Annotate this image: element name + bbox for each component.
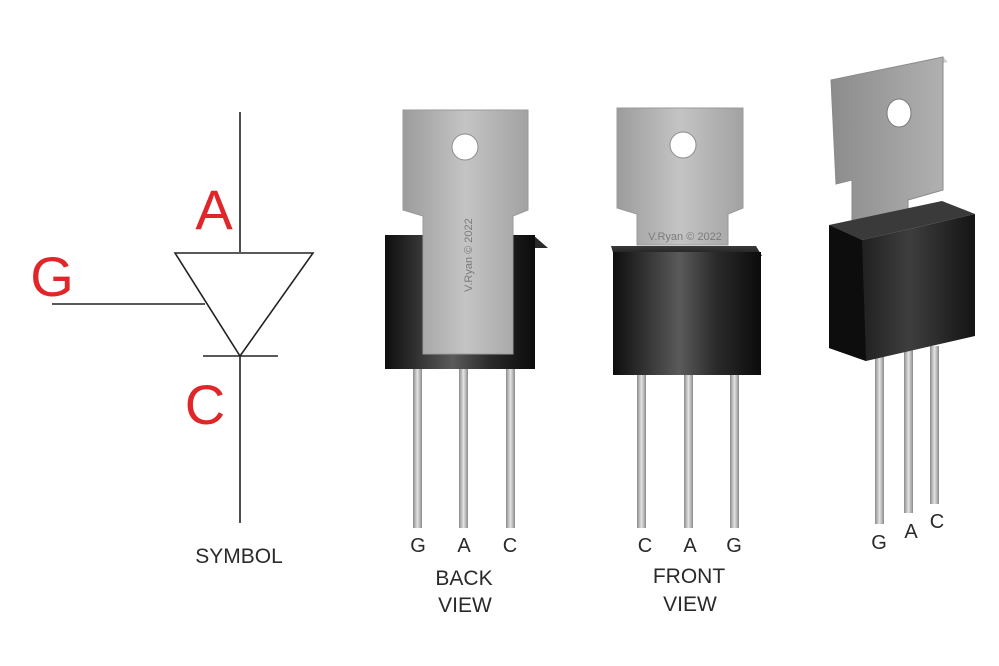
front-caption-2: VIEW — [663, 593, 717, 616]
package-body-side — [829, 225, 866, 361]
pin-label-1: C — [638, 535, 652, 557]
pin-a — [904, 348, 913, 513]
watermark: V.Ryan © 2022 — [463, 218, 475, 292]
cathode-label: C — [185, 373, 225, 436]
pin-label-2: A — [457, 535, 471, 557]
pin-label-2: A — [904, 521, 918, 543]
metal-tab — [616, 107, 744, 246]
scr-back-view: V.Ryan © 2022 G A C BACK VIEW — [385, 109, 548, 617]
package-body — [829, 214, 975, 361]
pin-a — [459, 368, 468, 528]
anode-label: A — [195, 178, 233, 241]
metal-tab — [402, 109, 529, 355]
pin-label-2: A — [683, 535, 697, 557]
pin-c — [930, 346, 939, 504]
watermark: V.Ryan © 2022 — [648, 231, 722, 243]
back-caption-2: VIEW — [438, 594, 492, 617]
symbol-caption: SYMBOL — [195, 545, 283, 568]
pin-label-1: G — [410, 535, 426, 557]
back-caption-1: BACK — [435, 567, 492, 590]
mounting-hole — [451, 133, 479, 161]
pin-label-1: G — [871, 532, 887, 554]
pin-label-3: G — [726, 535, 742, 557]
pin-label-3: C — [930, 511, 944, 533]
pin-label-3: C — [503, 535, 517, 557]
mounting-hole — [886, 98, 912, 128]
pin-g — [875, 350, 884, 524]
pin-g — [413, 368, 422, 528]
pin-a — [684, 372, 693, 528]
scr-perspective-view: G A C — [829, 56, 975, 554]
pin-g — [730, 372, 739, 528]
package-body — [613, 252, 761, 375]
mounting-hole — [669, 131, 697, 159]
front-caption-1: FRONT — [653, 565, 725, 588]
package-body-top — [829, 201, 975, 240]
scr-front-view: V.Ryan © 2022 C A G FRONT VIEW — [611, 107, 762, 616]
pin-c — [506, 368, 515, 528]
scr-symbol: A G C SYMBOL — [30, 112, 315, 568]
diode-triangle — [173, 252, 315, 358]
gate-label: G — [30, 245, 74, 308]
pin-c — [637, 372, 646, 528]
